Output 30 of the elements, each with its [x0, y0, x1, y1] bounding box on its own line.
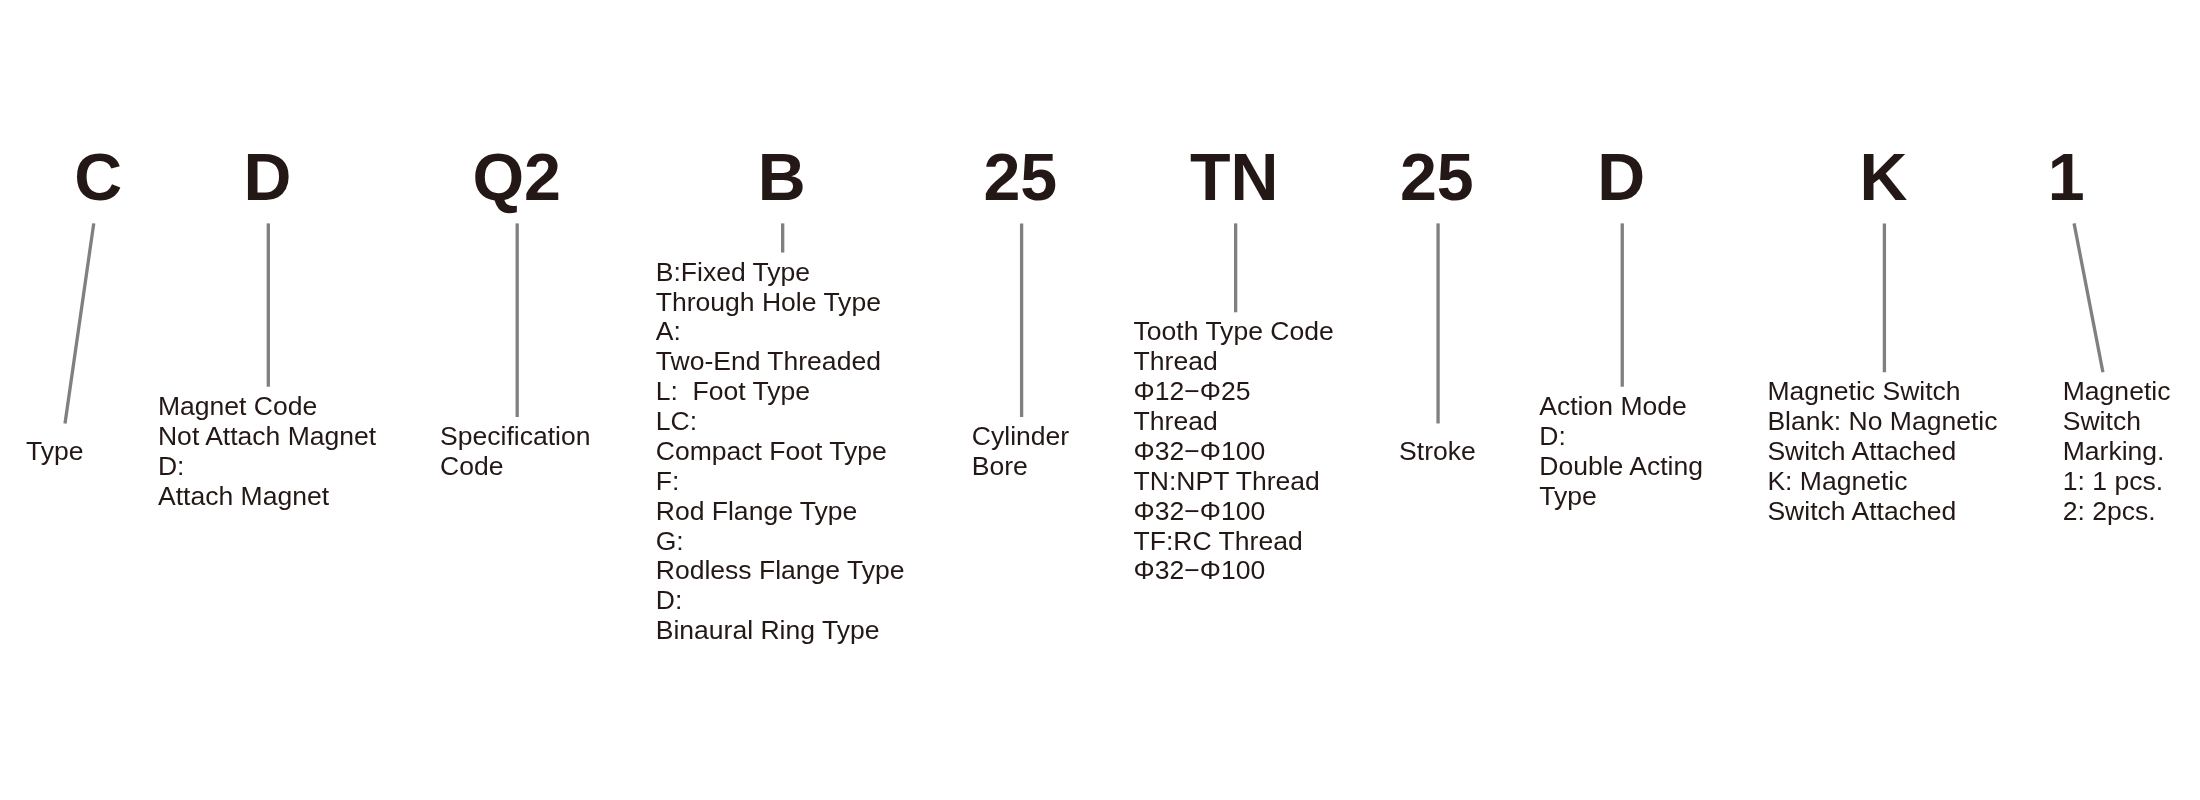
node-text: TN	[1190, 139, 1279, 214]
node-text: Magnetic Switch Marking. 1: 1 pcs. 2: 2pcs.	[2062, 375, 2171, 526]
connector	[266, 222, 270, 387]
connector	[2072, 222, 2105, 373]
node-text: Magnet Code Not Attach Magnet D: Attach Magnet	[157, 390, 377, 511]
node-text: 25	[983, 139, 1058, 214]
node-text: Stroke	[1399, 435, 1476, 466]
connector	[63, 222, 96, 424]
node-text: D	[243, 139, 292, 214]
node-text: K	[1859, 139, 1908, 214]
node-text: B	[757, 139, 806, 214]
connector	[1019, 222, 1024, 417]
connector	[781, 222, 785, 253]
node-text: B:Fixed Type Through Hole Type A: Two-End Threaded L: Foot Type LC: Compact Foot Type F: Rod Flange Type G: Rodless Flange Type D: Binaural Ring Type	[655, 256, 905, 645]
node-text: Type	[26, 435, 84, 466]
node-text: Cylinder Bore	[971, 420, 1070, 481]
connector	[1620, 222, 1624, 387]
connector	[1882, 222, 1887, 372]
node-text: C	[74, 139, 123, 214]
node-text: 1	[2047, 139, 2085, 214]
node-text: Tooth Type Code Thread Φ12−Φ25 Thread Φ32−Φ100 TN:NPT Thread Φ32−Φ100 TF:RC Thread Φ32−Φ100	[1133, 315, 1334, 585]
node-text: Magnetic Switch Blank: No Magnetic Switch Attached K: Magnetic Switch Attached	[1767, 375, 1998, 526]
node-text: D	[1597, 139, 1646, 214]
node-text: 25	[1399, 139, 1474, 214]
connector	[515, 222, 519, 417]
node-text: Action Mode D: Double Acting Type	[1539, 390, 1704, 511]
connector	[1234, 222, 1238, 312]
node-text: Specification Code	[440, 420, 591, 481]
connector	[1436, 222, 1440, 423]
node-text: Q2	[472, 139, 561, 214]
